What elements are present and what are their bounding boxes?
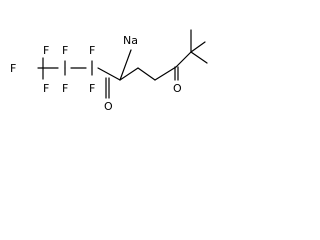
- atom-label-f3: F: [43, 82, 49, 95]
- bond-c6-c7: [154, 66, 177, 81]
- atom-label-f4: F: [62, 44, 68, 57]
- atom-label-f7: F: [89, 82, 95, 95]
- bond-c5-c6: [137, 67, 156, 81]
- bond-c4-na: [119, 49, 132, 81]
- atom-label-f5: F: [62, 82, 68, 95]
- atom-label-f1: F: [10, 62, 16, 75]
- atom-label-f2: F: [43, 44, 49, 57]
- bond-c3-c4: [97, 67, 121, 81]
- bond-c8-c10: [190, 41, 206, 53]
- atom-label-na: Na: [123, 34, 138, 47]
- bond-c8-c9: [190, 51, 208, 64]
- atom-label-o2: O: [173, 82, 182, 95]
- chemical-structure: F F F F F F F Na O O: [10, 29, 208, 113]
- atom-label-f6: F: [89, 44, 95, 57]
- bond-c4-c5: [119, 67, 139, 81]
- bond-c7-c8: [175, 51, 192, 68]
- atom-label-o1: O: [104, 100, 113, 113]
